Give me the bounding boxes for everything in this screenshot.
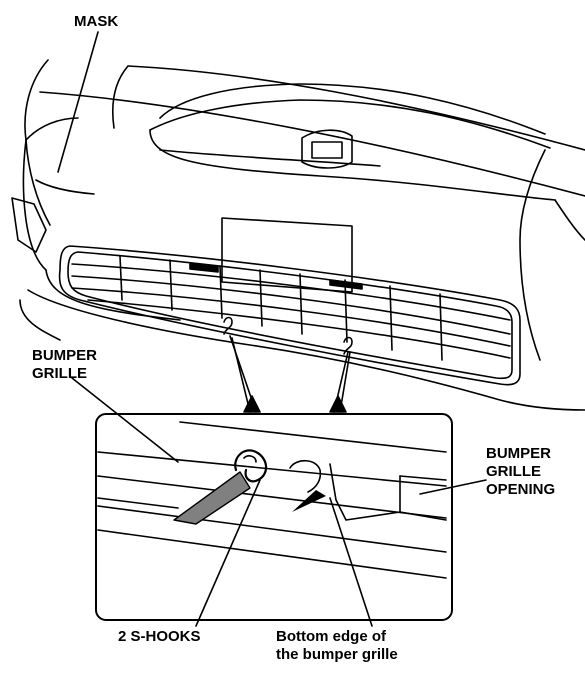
s-hook-detail (173, 449, 268, 525)
s-hooks-leader-line (195, 479, 261, 627)
detail-zoom-box (95, 413, 453, 621)
grille-opening-label-line1: BUMPER (486, 445, 551, 462)
bumper-grille-label-line1: BUMPER (32, 347, 97, 364)
bumper-grille-label-line2: GRILLE (32, 365, 87, 382)
callout-pointer-left (243, 395, 261, 413)
bottom-edge-leader-line (329, 497, 373, 627)
car-front-outline (11, 59, 585, 411)
grille-opening-label-line3: OPENING (486, 481, 555, 498)
bumper-grille (58, 245, 521, 386)
bottom-edge-label-line1: Bottom edge of (276, 628, 387, 645)
mask-leader-line (57, 31, 99, 173)
s-hooks-label: 2 S-HOOKS (118, 628, 201, 645)
grille-opening-label-line2: GRILLE (486, 463, 541, 480)
bottom-edge-label-line2: the bumper grille (276, 646, 398, 663)
detail-view (97, 421, 447, 579)
mask-label: MASK (74, 13, 118, 30)
callout-pointer-right (329, 395, 347, 413)
zoom-callout-lines (229, 335, 351, 413)
bumper-grille-leader-line (71, 377, 179, 463)
